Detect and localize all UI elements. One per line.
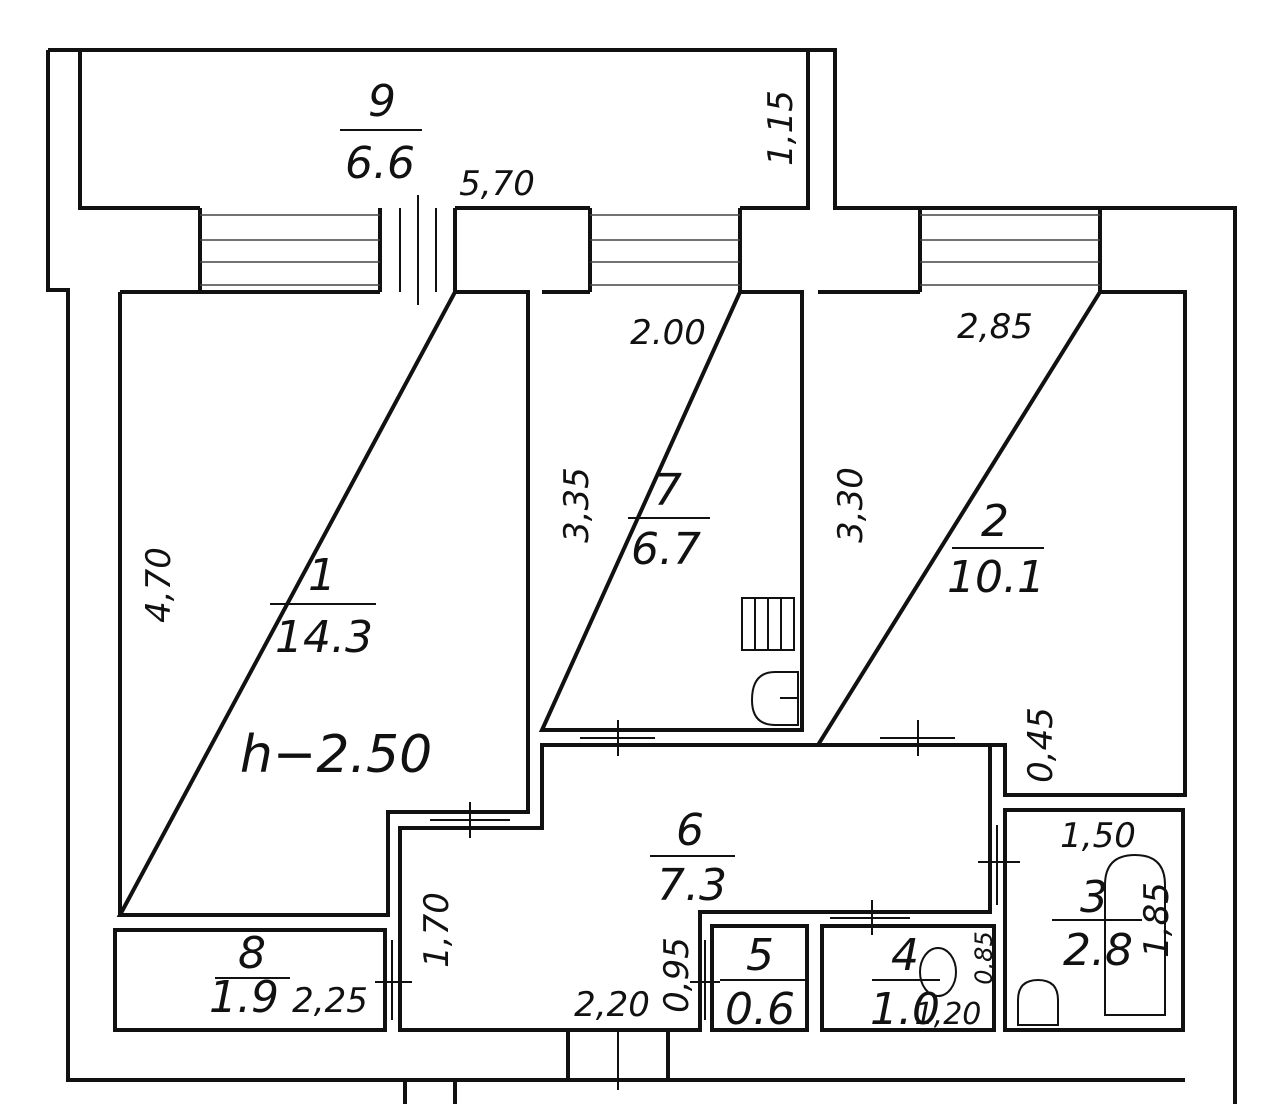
room-8-walls: [113, 928, 387, 1032]
dim-wc-width: 0,85: [970, 931, 998, 984]
sink-icon: [1017, 978, 1059, 1026]
balcony-inner-left: [78, 50, 200, 210]
room-9-area: 6.6: [345, 138, 415, 189]
room-3-number: 3: [1080, 872, 1108, 923]
window-jambs-mid: [588, 208, 742, 292]
window-jambs-left: [198, 208, 457, 292]
dim-room-7-width: 2.00: [630, 313, 706, 353]
dim-hall-width: 2,20: [574, 985, 650, 1025]
fixtures: [741, 597, 1166, 1026]
room-7-walls: [538, 290, 804, 732]
walls: [46, 48, 1237, 1104]
room-4-number: 4: [891, 930, 919, 981]
room-8-area: 1.9: [209, 972, 279, 1023]
windows: [200, 195, 1100, 305]
dim-balcony-width: 5,70: [459, 164, 535, 204]
dim-room-2-step: 0,45: [1021, 707, 1061, 783]
dim-room-7-length: 3,35: [557, 467, 597, 543]
room-4-walls: [820, 924, 996, 1032]
room-5-number: 5: [746, 930, 774, 981]
balcony-door: [399, 195, 437, 305]
room-6-number: 6: [676, 805, 704, 856]
radiator-icon: [741, 597, 795, 651]
room-6-area: 7.3: [657, 860, 727, 911]
room-1-area: 14.3: [275, 612, 373, 663]
wc-toilet-icon: [919, 947, 957, 997]
ceiling-height-label: h−2.50: [240, 725, 432, 785]
room-5-walls: [710, 924, 809, 1032]
outer-wall-left-bottom: [46, 50, 1185, 1082]
dim-hall-depth: 1,70: [417, 892, 457, 968]
balcony-inner-right: [740, 50, 810, 210]
room-8-number: 8: [238, 928, 266, 979]
room-6-walls: [398, 743, 992, 1032]
door-room-4: [830, 900, 910, 935]
bathtub-icon: [1104, 853, 1166, 1016]
room-labels: 9 6.6 1 14.3 h−2.50 7 6.7 2 10.1 6 7.3 3…: [209, 76, 1142, 1035]
dim-balcony-depth: 1,15: [761, 90, 801, 166]
dimension-labels: 5,70 1,15 2.00 3,35 2,85 3,30 4,70 0,45 …: [139, 90, 1177, 1032]
room-1-number: 1: [308, 550, 336, 601]
doors: [375, 720, 1020, 1090]
toilet-icon: [750, 671, 799, 726]
dim-room-2-width: 2,85: [957, 307, 1033, 347]
room-2-number: 2: [981, 496, 1009, 547]
window-room-7: [590, 214, 740, 286]
room-7-number: 7: [654, 465, 682, 516]
entrance-jambs: [403, 1030, 670, 1104]
door-room-1: [430, 802, 510, 838]
room-3-area: 2.8: [1063, 925, 1133, 976]
room-3-walls: [1003, 808, 1185, 1032]
dim-bath-length: 1,85: [1137, 882, 1177, 958]
dim-bath-width: 1,50: [1060, 816, 1136, 856]
dim-room-1-length: 4,70: [139, 547, 179, 623]
door-room-5: [690, 940, 720, 1020]
room-2-area: 10.1: [947, 552, 1045, 603]
outer-wall-top-right: [48, 48, 1237, 1104]
dim-closet-8-width: 2,25: [292, 981, 368, 1021]
dim-wc-depth: 1,20: [915, 997, 982, 1032]
window-jambs-right: [918, 208, 1102, 292]
dim-closet-5-depth: 0,95: [657, 937, 697, 1013]
room-7-area: 6.7: [631, 524, 701, 575]
door-room-3: [978, 825, 1020, 905]
window-room-1: [200, 214, 380, 286]
dim-room-2-length: 3,30: [831, 467, 871, 543]
door-room-2: [880, 720, 955, 756]
room-9-number: 9: [368, 76, 396, 127]
room-5-area: 0.6: [725, 984, 795, 1035]
door-room-7: [580, 720, 655, 756]
room-4-area: 1.0: [870, 984, 940, 1035]
door-room-8: [375, 940, 412, 1020]
window-room-2: [920, 214, 1100, 286]
